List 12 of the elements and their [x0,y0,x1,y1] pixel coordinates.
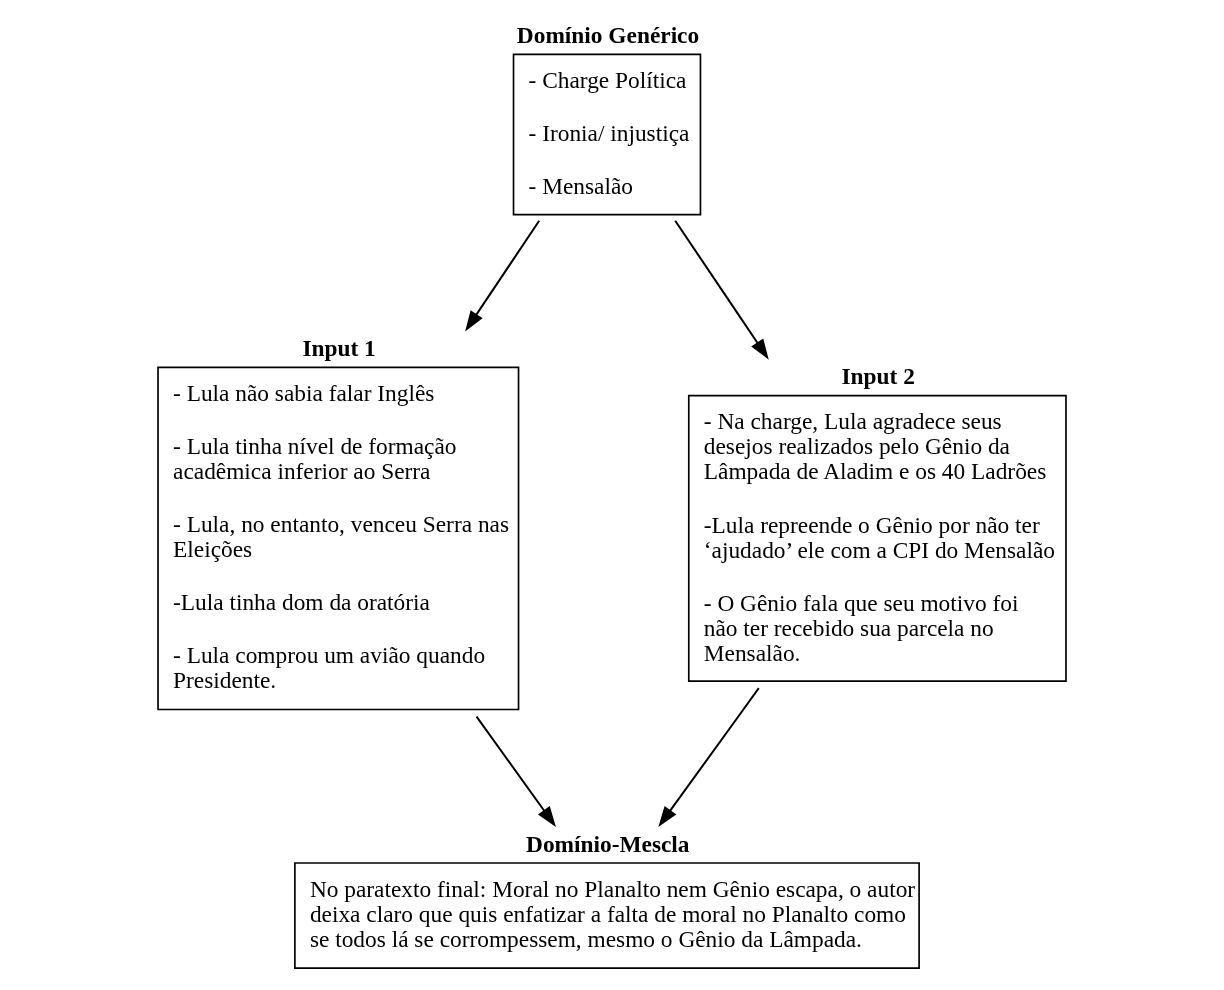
node-box: No paratexto final: Moral no Planalto nem Gênio escapa, o autor deixa claro que quis enfatizar a falta de moral no Planalto como se todos lá se corrompessem, mesmo o Gênio da Lâmpada. [294,862,920,969]
arrow [674,219,769,360]
node-label: Domínio Genérico [516,22,700,49]
node-label: Domínio-Mescla [526,830,690,857]
node-box: - Na charge, Lula agradece seus desejos realizados pelo Gênio da Lâmpada de Aladim e os 40 Ladrões -Lula repreende o Gênio por não ter ‘ajudado’ ele com a CPI do Mensalão - O Gênio fala que seu motivo foi não ter recebido sua parcela no Mensalão. [687,394,1067,682]
arrow [658,687,760,828]
node-label: Input 2 [841,363,915,390]
node-label: Input 1 [302,334,376,361]
arrow [475,715,556,827]
node-box: - Charge Política - Ironia/ injustiça - Mensalão [512,53,702,216]
arrow [465,219,541,332]
node-box: - Lula não sabia falar Inglês - Lula tinha nível de formação acadêmica inferior ao Serra - Lula, no entanto, venceu Serra nas Eleições -Lula tinha dom da oratória - Lula comprou um avião quando Presidente. [157,366,520,711]
